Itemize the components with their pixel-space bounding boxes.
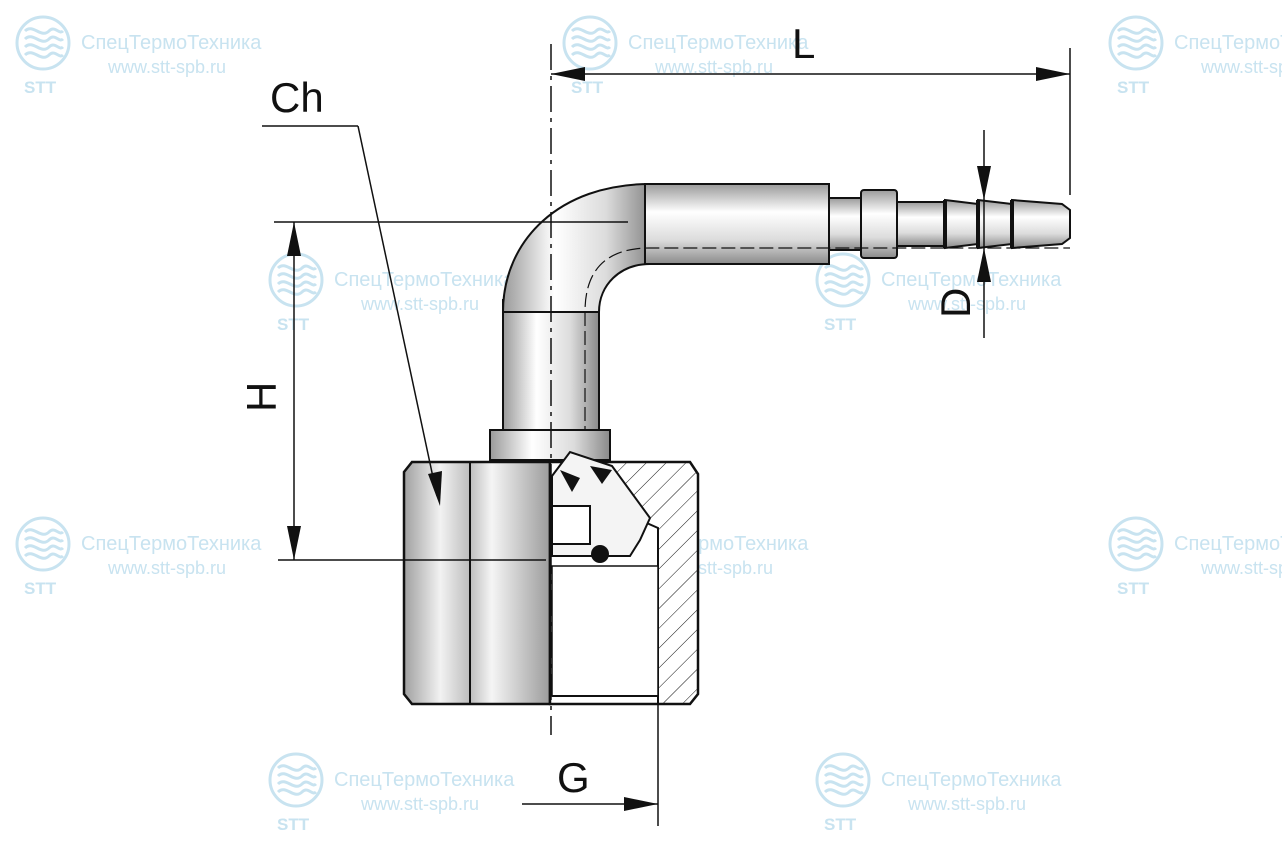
watermark-company: СпецТермоТехника: [628, 32, 809, 54]
watermark-url: www.stt-spb.ru: [107, 558, 226, 578]
watermark-url: www.stt-spb.ru: [654, 57, 773, 77]
watermark-abbr: STT: [24, 579, 57, 598]
stt-logo-icon: [268, 752, 324, 808]
neck-collar: [489, 429, 611, 461]
dimensions: L D H Ch G: [238, 20, 1071, 826]
dim-H-arrow-top: [287, 222, 301, 256]
watermark-url: www.stt-spb.ru: [1200, 57, 1282, 77]
watermark-company: СпецТермоТехника: [881, 269, 1062, 291]
stt-logo-icon: [1108, 516, 1164, 572]
cone-inner: [551, 505, 591, 545]
watermark-url: www.stt-spb.ru: [360, 794, 479, 814]
watermark-abbr: STT: [824, 315, 857, 334]
horizontal-pipe: [644, 183, 830, 265]
thread-bore: [551, 565, 659, 697]
barb-3: [1011, 198, 1071, 250]
dim-G-arrow: [624, 797, 658, 811]
elbow-bend: [501, 182, 651, 313]
watermark-abbr: STT: [1117, 579, 1150, 598]
watermark-abbr: STT: [277, 815, 310, 834]
watermark-company: СпецТермоТехника: [334, 269, 515, 291]
dim-D-arrow-top: [977, 166, 991, 200]
stt-logo-icon: [815, 252, 871, 308]
watermark-company: СпецТермоТехника: [881, 769, 1062, 791]
watermark-company: СпецТермоТехника: [1174, 32, 1282, 54]
watermark-abbr: STT: [824, 815, 857, 834]
stt-logo-icon: [1108, 15, 1164, 71]
dim-Ch-arrow: [428, 471, 442, 506]
bore-line: [584, 247, 1070, 440]
stt-logo-icon: [15, 516, 71, 572]
watermark-url: www.stt-spb.ru: [907, 794, 1026, 814]
watermark-tile: STT СпецТермоТехника www.stt-spb.ru: [562, 15, 809, 97]
nipple-shank: [896, 201, 946, 247]
watermark-tile: STT СпецТермоТехника www.stt-spb.ru: [1108, 15, 1282, 97]
watermark-abbr: STT: [24, 78, 57, 97]
dim-Ch-label: Ch: [270, 74, 324, 121]
barb-1: [944, 198, 979, 250]
watermark-tile: STT СпецТермоТехника www.stt-spb.ru: [15, 15, 262, 97]
watermark-company: СпецТермоТехника: [81, 32, 262, 54]
stt-logo-icon: [268, 252, 324, 308]
dim-H-label: H: [238, 382, 285, 412]
watermark-abbr: STT: [1117, 78, 1150, 97]
watermark-url: www.stt-spb.ru: [360, 294, 479, 314]
barb-2: [977, 198, 1013, 250]
fitting-body: [402, 182, 1071, 706]
watermark-company: СпецТермоТехника: [334, 769, 515, 791]
o-ring: [591, 545, 609, 563]
watermark-tile: STT СпецТермоТехника www.stt-spb.ru: [268, 752, 515, 834]
hex-nut: [402, 460, 552, 706]
stt-logo-icon: [562, 15, 618, 71]
stt-logo-icon: [815, 752, 871, 808]
dim-G-label: G: [557, 754, 590, 801]
watermark-tile: STT СпецТермоТехника www.stt-spb.ru: [1108, 516, 1282, 598]
nipple-collar: [828, 197, 862, 251]
watermark-layer: STTСпецТермоТехникаwww.stt-spb.ruSTTСпец…: [15, 15, 1282, 834]
watermark-url: www.stt-spb.ru: [907, 294, 1026, 314]
watermark-tile: STT СпецТермоТехника www.stt-spb.ru: [15, 516, 262, 598]
watermark-company: СпецТермоТехника: [1174, 533, 1282, 555]
stt-logo-icon: [15, 15, 71, 71]
dim-L-arrow-left: [551, 67, 585, 81]
dim-H-arrow-bottom: [287, 526, 301, 560]
watermark-url: www.stt-spb.ru: [107, 57, 226, 77]
watermark-abbr: STT: [571, 78, 604, 97]
dim-L-label: L: [792, 20, 815, 67]
dim-Ch-leader: [357, 125, 438, 497]
watermark-tile: STT СпецТермоТехника www.stt-spb.ru: [815, 752, 1062, 834]
dim-D-label: D: [932, 288, 979, 318]
watermark-url: www.stt-spb.ru: [1200, 558, 1282, 578]
watermark-tile: STT СпецТермоТехника www.stt-spb.ru: [815, 252, 1062, 334]
dim-L-arrow-right: [1036, 67, 1070, 81]
dim-D-arrow-bottom: [977, 248, 991, 282]
watermark-company: СпецТермоТехника: [81, 533, 262, 555]
